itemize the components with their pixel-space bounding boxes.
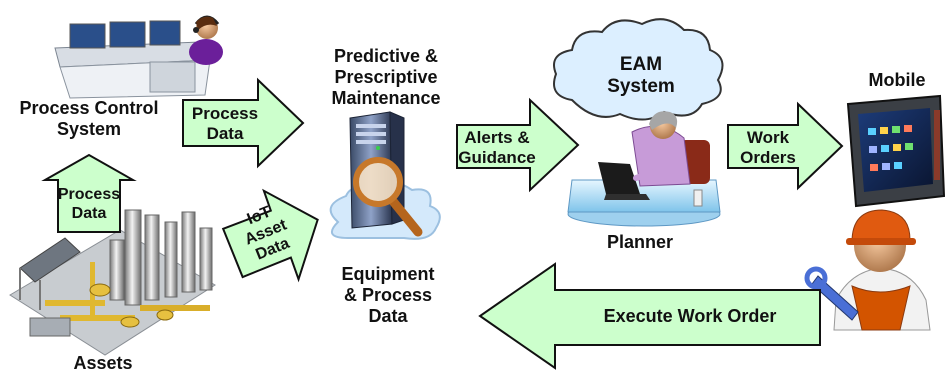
arrow-iot-asset-data bbox=[221, 188, 319, 283]
label-equipment-process-data: Equipment & Process Data bbox=[341, 264, 435, 327]
arrow-label-alerts-guidance: Alerts & Guidance bbox=[458, 128, 536, 168]
rugged-tablet-icon bbox=[846, 94, 946, 208]
arrow-execute-work-order bbox=[478, 262, 821, 370]
label-planner: Planner bbox=[606, 232, 674, 252]
planner-at-laptop-icon bbox=[567, 111, 721, 227]
operator-headset-icon bbox=[189, 15, 223, 65]
arrow-label-execute-work-order: Execute Work Order bbox=[603, 306, 777, 326]
label-assets: Assets bbox=[73, 353, 133, 373]
label-process-control-system: Process Control System bbox=[19, 98, 159, 140]
arrow-work-orders bbox=[727, 101, 844, 191]
arrow-label-process-data-up: Process Data bbox=[57, 186, 121, 222]
arrow-alerts-guidance bbox=[456, 97, 580, 193]
label-eam-system: EAM System bbox=[607, 54, 675, 98]
industrial-plant-icon bbox=[9, 209, 216, 356]
server-magnifier-icon bbox=[329, 111, 441, 240]
label-predictive-maintenance: Predictive & Prescriptive Maintenance bbox=[331, 46, 441, 109]
label-mobile: Mobile bbox=[868, 70, 926, 90]
arrow-process-data-right bbox=[182, 77, 305, 169]
arrow-label-work-orders: Work Orders bbox=[740, 128, 796, 168]
arrow-label-process-data-right: Process Data bbox=[191, 104, 259, 144]
arrow-process-data-up bbox=[41, 153, 137, 233]
control-room-console-icon bbox=[54, 20, 211, 99]
technician-wrench-icon bbox=[804, 209, 931, 331]
